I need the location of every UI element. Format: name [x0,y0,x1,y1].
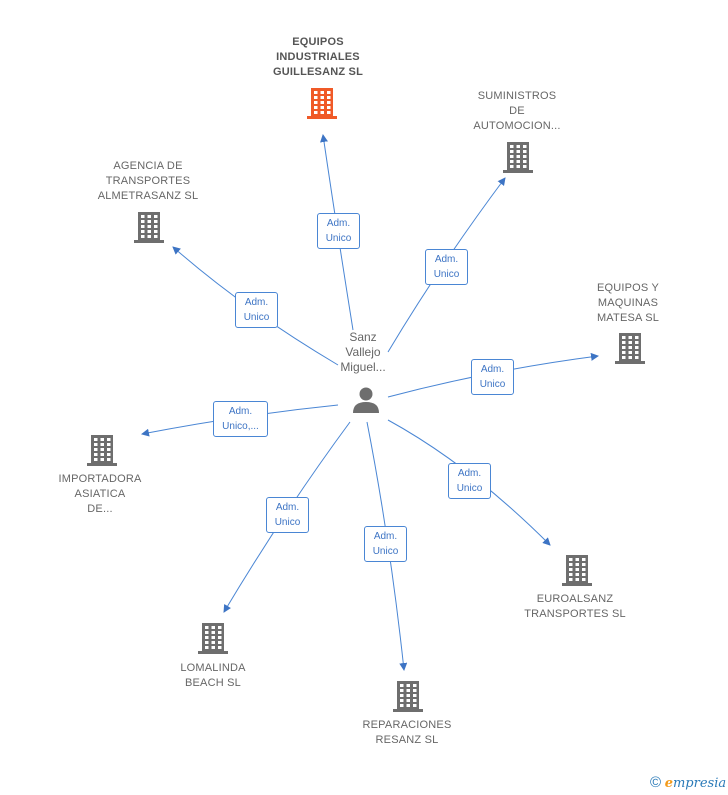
relation-badge-suministros[interactable]: Adm. Unico [425,249,468,285]
building-icon-euroalsanz[interactable] [562,555,592,586]
company-label-euroalsanz[interactable]: EUROALSANZ TRANSPORTES SL [524,593,626,620]
building-icon-equipos-maquinas[interactable] [615,333,645,364]
footer-brand: © empresia [650,774,726,791]
building-icon-reparaciones[interactable] [393,681,423,712]
company-label-suministros[interactable]: SUMINISTROS DE AUTOMOCION... [473,90,561,132]
company-label-reparaciones[interactable]: REPARACIONES RESANZ SL [362,719,452,746]
person-icon[interactable] [351,385,381,415]
building-icon-importadora[interactable] [87,435,117,466]
icons [87,88,645,712]
company-label-equipos-industriales[interactable]: EQUIPOS INDUSTRIALES GUILLESANZ SL [273,36,363,78]
relation-badge-importadora[interactable]: Adm. Unico,... [213,401,268,437]
building-icon-equipos-industriales[interactable] [307,88,337,119]
company-label-equipos-maquinas[interactable]: EQUIPOS Y MAQUINAS MATESA SL [596,282,660,324]
company-label-importadora[interactable]: IMPORTADORA ASIATICA DE... [58,473,142,515]
company-label-lomalinda[interactable]: LOMALINDA BEACH SL [180,662,246,689]
building-icon-agencia[interactable] [134,212,164,243]
brand-initial: e [664,776,673,791]
relation-badge-euroalsanz[interactable]: Adm. Unico [448,463,491,499]
relation-badge-reparaciones[interactable]: Adm. Unico [364,526,407,562]
copyright-icon: © [650,774,662,791]
relation-badge-equipos-maquinas[interactable]: Adm. Unico [471,359,514,395]
brand-name: mpresia [672,776,727,791]
company-label-agencia[interactable]: AGENCIA DE TRANSPORTES ALMETRASANZ SL [97,160,199,202]
building-icon-suministros[interactable] [503,142,533,173]
person-label[interactable]: Sanz Vallejo Miguel... [340,330,386,374]
relation-badge-equipos-industriales[interactable]: Adm. Unico [317,213,360,249]
building-icon-lomalinda[interactable] [198,623,228,654]
relation-badge-lomalinda[interactable]: Adm. Unico [266,497,309,533]
relation-badge-agencia[interactable]: Adm. Unico [235,292,278,328]
